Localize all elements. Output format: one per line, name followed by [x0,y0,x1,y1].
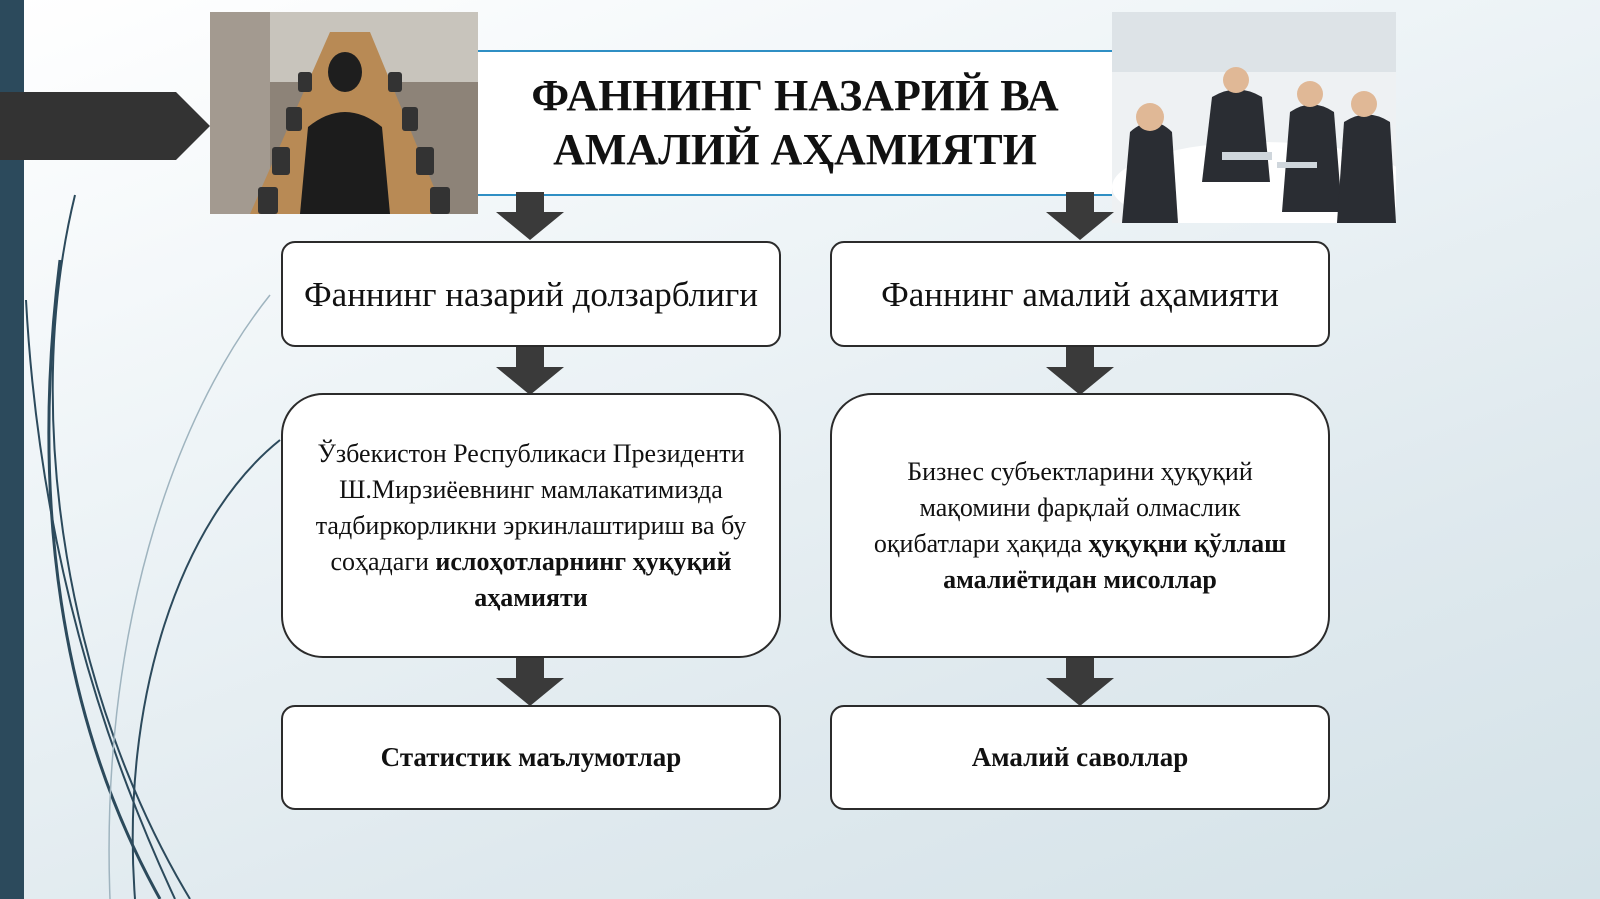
page-title: ФАННИНГ НАЗАРИЙ ВА АМАЛИЙ АҲАМИЯТИ [531,71,1059,174]
theoretical-relevance-box: Фаннинг назарий долзарблиги [281,241,781,347]
title-banner: ФАННИНГ НАЗАРИЙ ВА АМАЛИЙ АҲАМИЯТИ [478,50,1112,196]
practical-questions-box: Амалий саволлар [830,705,1330,810]
practical-importance-box: Фаннинг амалий аҳамияти [830,241,1330,347]
reform-importance-text-normal: Ўзбекистон Республикаси Президенти Ш.Мир… [315,438,747,576]
arrow-down-icon [496,658,564,706]
reform-importance-text-bold: ислоҳотларнинг ҳуқуқий аҳамияти [435,546,732,612]
law-practice-text: Бизнес субъектларини ҳуқуқий мақомини фа… [862,454,1298,598]
practical-importance-label: Фаннинг амалий аҳамияти [881,274,1279,314]
arrow-down-icon [496,192,564,240]
section-pointer-arrow [0,92,210,160]
theoretical-relevance-label: Фаннинг назарий долзарблиги [304,274,758,314]
reform-importance-box: Ўзбекистон Республикаси Президенти Ш.Мир… [281,393,781,658]
statistics-label: Статистик маълумотлар [380,742,682,772]
decorative-curves [25,194,281,899]
law-practice-text-bold: ҳуқуқни қўллаш амалиётидан мисоллар [943,528,1287,594]
arrow-down-icon [496,347,564,395]
business-team-photo [1112,12,1396,223]
reform-importance-text: Ўзбекистон Республикаси Президенти Ш.Мир… [313,436,749,616]
statistics-box: Статистик маълумотлар [281,705,781,810]
arrow-down-icon [1046,347,1114,395]
law-practice-text-normal: Бизнес субъектларини ҳуқуқий мақомини фа… [873,456,1253,558]
law-practice-box: Бизнес субъектларини ҳуқуқий мақомини фа… [830,393,1330,658]
arrow-down-icon [1046,658,1114,706]
practical-questions-label: Амалий саволлар [971,742,1189,772]
arrow-down-icon [1046,192,1114,240]
meeting-room-photo [210,12,478,214]
